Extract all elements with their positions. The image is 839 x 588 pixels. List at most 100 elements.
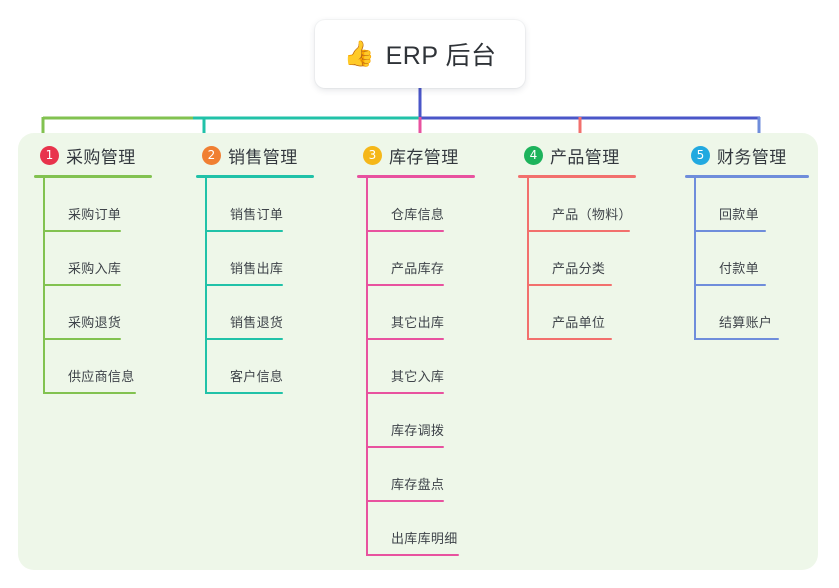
leaf-node-label: 供应商信息 [68, 369, 135, 384]
branch-header[interactable]: 4 产品管理 [518, 142, 636, 169]
leaf-node-underline [43, 392, 136, 394]
leaf-node-label: 产品库存 [391, 261, 445, 276]
branch-number-badge: 3 [363, 146, 382, 165]
leaf-node-underline [205, 230, 283, 232]
leaf-node-label: 产品分类 [552, 261, 606, 276]
leaf-node[interactable]: 其它入库 [357, 340, 475, 394]
leaf-node[interactable]: 出库库明细 [357, 502, 475, 556]
leaf-node-label: 客户信息 [230, 369, 284, 384]
branch-header[interactable]: 1 采购管理 [34, 142, 152, 169]
leaf-node-underline [527, 338, 612, 340]
leaf-node-label: 回款单 [719, 207, 759, 222]
branch-product[interactable]: 4 产品管理 产品（物料） 产品分类产品单位 [518, 142, 636, 340]
leaf-node[interactable]: 其它出库 [357, 286, 475, 340]
leaf-node-underline [205, 284, 283, 286]
branch-spine [43, 178, 45, 394]
branch-spine [366, 178, 368, 556]
leaf-node-underline [527, 230, 630, 232]
branch-sales[interactable]: 2 销售管理 销售订单销售出库销售退货客户信息 [196, 142, 314, 394]
leaf-node-underline [366, 446, 444, 448]
branch-children: 回款单付款单结算账户 [685, 178, 809, 340]
branch-purchasing[interactable]: 1 采购管理 采购订单采购入库采购退货供应商信息 [34, 142, 152, 394]
branch-children: 仓库信息产品库存其它出库其它入库库存调拨库存盘点出库库明细 [357, 178, 475, 556]
leaf-node-label: 出库库明细 [391, 531, 458, 546]
leaf-node-label: 结算账户 [719, 315, 773, 330]
branch-number-badge: 2 [202, 146, 221, 165]
leaf-node[interactable]: 销售订单 [196, 178, 314, 232]
leaf-node-label: 产品（物料） [552, 207, 632, 222]
leaf-node[interactable]: 产品（物料） [518, 178, 636, 232]
leaf-node-underline [43, 338, 121, 340]
leaf-node-label: 采购退货 [68, 315, 122, 330]
leaf-node[interactable]: 库存盘点 [357, 448, 475, 502]
leaf-node[interactable]: 客户信息 [196, 340, 314, 394]
branch-title: 库存管理 [389, 148, 459, 167]
branch-children: 产品（物料） 产品分类产品单位 [518, 178, 636, 340]
leaf-node-underline [694, 338, 779, 340]
leaf-node-label: 采购入库 [68, 261, 122, 276]
leaf-node-label: 采购订单 [68, 207, 122, 222]
leaf-node-label: 产品单位 [552, 315, 606, 330]
leaf-node-underline [43, 284, 121, 286]
branch-underline [518, 175, 636, 178]
leaf-node-underline [527, 284, 612, 286]
branch-underline [357, 175, 475, 178]
leaf-node-underline [366, 284, 444, 286]
leaf-node-label: 库存盘点 [391, 477, 445, 492]
root-node-title: ERP 后台 [385, 42, 497, 70]
leaf-node[interactable]: 仓库信息 [357, 178, 475, 232]
leaf-node-label: 销售出库 [230, 261, 284, 276]
root-node[interactable]: 👍 ERP 后台 [315, 20, 525, 88]
leaf-node-underline [694, 284, 766, 286]
branch-spine [205, 178, 207, 394]
leaf-node[interactable]: 供应商信息 [34, 340, 152, 394]
branch-children: 销售订单销售出库销售退货客户信息 [196, 178, 314, 394]
leaf-node[interactable]: 库存调拨 [357, 394, 475, 448]
branch-header[interactable]: 5 财务管理 [685, 142, 809, 169]
branches-panel [18, 133, 818, 570]
branch-children: 采购订单采购入库采购退货供应商信息 [34, 178, 152, 394]
leaf-node[interactable]: 采购入库 [34, 232, 152, 286]
branch-spine [527, 178, 529, 340]
branch-title: 产品管理 [550, 148, 620, 167]
branch-finance[interactable]: 5 财务管理 回款单付款单结算账户 [685, 142, 809, 340]
leaf-node-label: 其它出库 [391, 315, 445, 330]
branch-number-badge: 1 [40, 146, 59, 165]
leaf-node-underline [366, 392, 444, 394]
leaf-node[interactable]: 销售退货 [196, 286, 314, 340]
branch-number-badge: 4 [524, 146, 543, 165]
leaf-node-label: 付款单 [719, 261, 759, 276]
leaf-node-underline [205, 392, 283, 394]
branch-header[interactable]: 2 销售管理 [196, 142, 314, 169]
leaf-node[interactable]: 结算账户 [685, 286, 809, 340]
leaf-node[interactable]: 采购订单 [34, 178, 152, 232]
branch-spine [694, 178, 696, 340]
leaf-node[interactable]: 销售出库 [196, 232, 314, 286]
leaf-node[interactable]: 付款单 [685, 232, 809, 286]
leaf-node-underline [366, 500, 444, 502]
thumbs-up-icon: 👍 [343, 39, 375, 68]
branch-underline [685, 175, 809, 178]
branch-title: 采购管理 [66, 148, 136, 167]
leaf-node-underline [366, 338, 444, 340]
leaf-node[interactable]: 回款单 [685, 178, 809, 232]
leaf-node-label: 库存调拨 [391, 423, 445, 438]
leaf-node-underline [43, 230, 121, 232]
leaf-node-underline [694, 230, 766, 232]
leaf-node-underline [366, 554, 459, 556]
leaf-node[interactable]: 产品分类 [518, 232, 636, 286]
branch-title: 财务管理 [717, 148, 787, 167]
leaf-node-label: 销售退货 [230, 315, 284, 330]
branch-header[interactable]: 3 库存管理 [357, 142, 475, 169]
branch-number-badge: 5 [691, 146, 710, 165]
branch-inventory[interactable]: 3 库存管理 仓库信息产品库存其它出库其它入库库存调拨库存盘点出库库明细 [357, 142, 475, 556]
leaf-node-label: 仓库信息 [391, 207, 445, 222]
leaf-node-label: 销售订单 [230, 207, 284, 222]
branch-underline [196, 175, 314, 178]
leaf-node[interactable]: 采购退货 [34, 286, 152, 340]
leaf-node[interactable]: 产品单位 [518, 286, 636, 340]
leaf-node[interactable]: 产品库存 [357, 232, 475, 286]
leaf-node-label: 其它入库 [391, 369, 445, 384]
leaf-node-underline [205, 338, 283, 340]
